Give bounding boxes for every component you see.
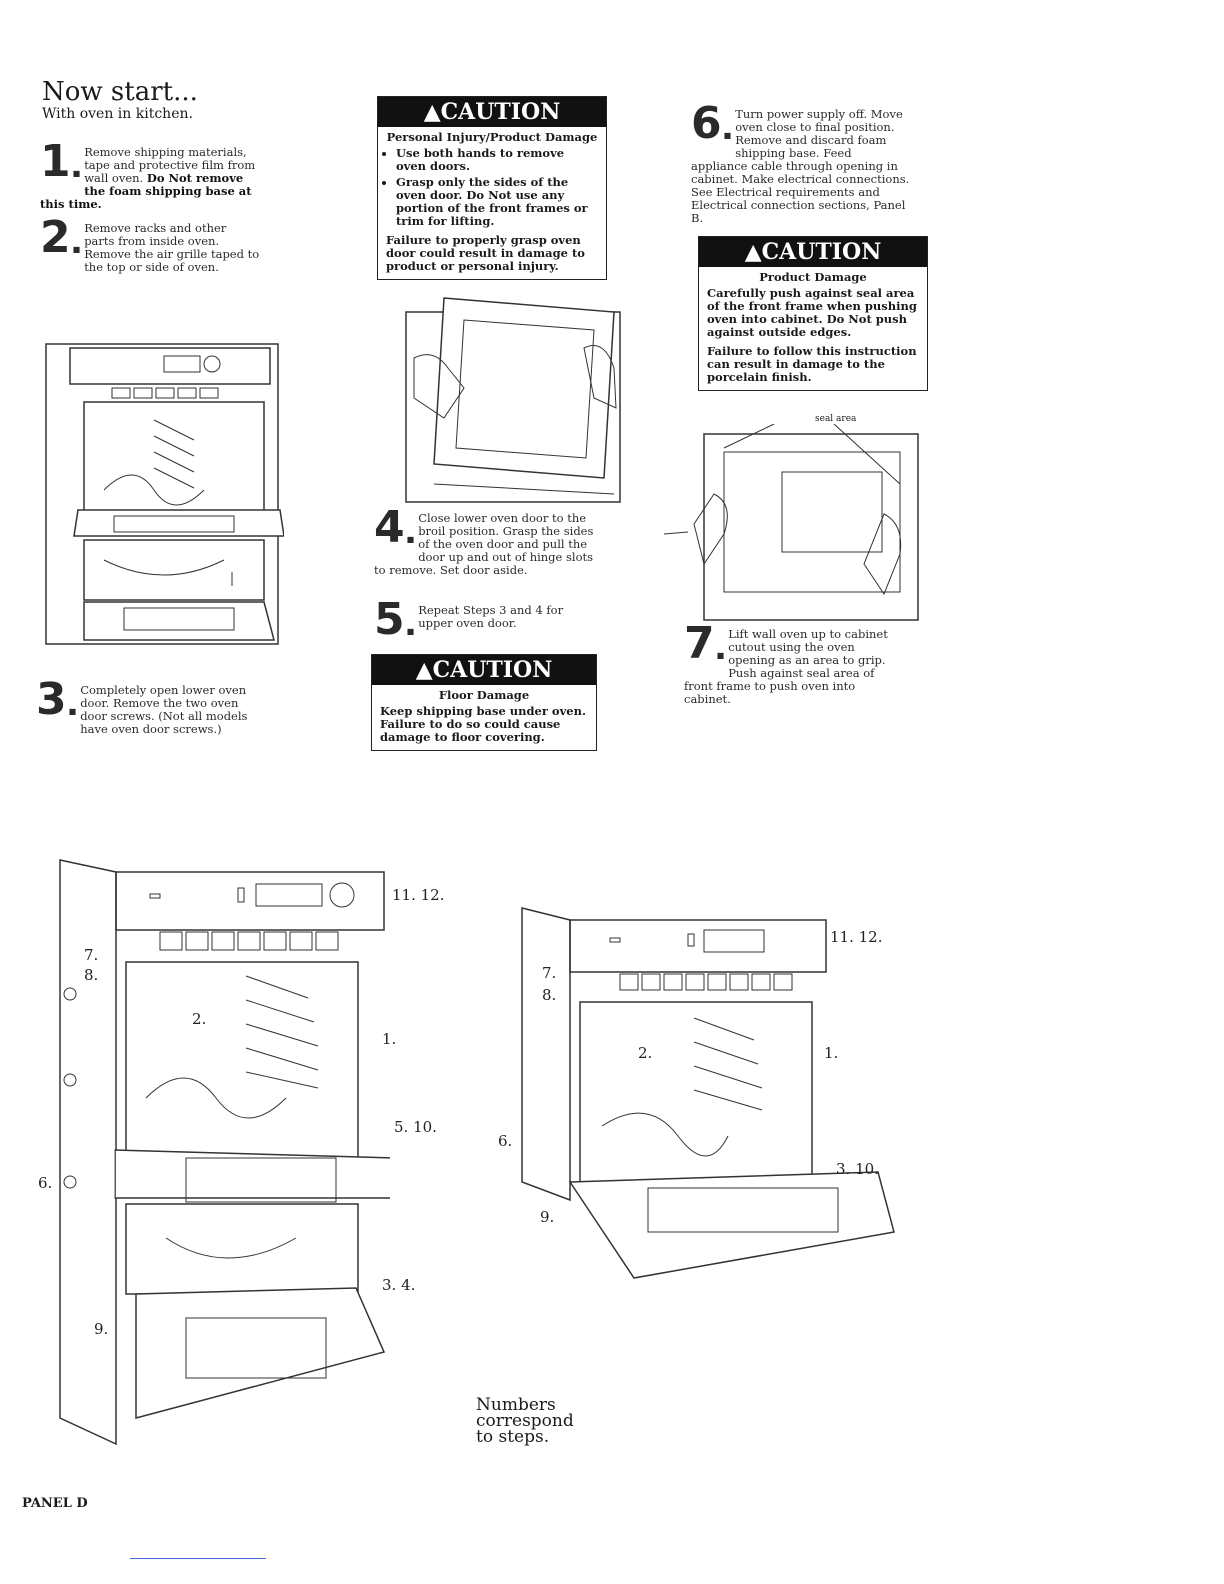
callout-3-10: 3. 10. (836, 1160, 879, 1178)
caution-item: Grasp only the sides of the oven door. D… (396, 176, 598, 228)
step-number: 3 (36, 678, 76, 730)
callout-3-4: 3. 4. (382, 1276, 416, 1294)
callout-6: 6. (38, 1174, 53, 1192)
warning-triangle-icon: ▲ (744, 239, 762, 265)
step-number: 4 (374, 506, 414, 558)
caution-box-product-damage: ▲CAUTION Product Damage Carefully push a… (698, 236, 928, 391)
callout-7: 7. (84, 946, 99, 964)
caution-line: Failure to do so could cause damage to f… (380, 717, 561, 744)
callout-11-12: 11. 12. (830, 928, 883, 946)
caution-item: Use both hands to remove oven doors. (396, 147, 598, 173)
step-3: 3 Completely open lower oven door. Remov… (36, 678, 250, 736)
caution-line: Keep shipping base under oven. (380, 704, 586, 718)
warning-triangle-icon: ▲ (423, 99, 441, 125)
callout-9: 9. (540, 1208, 555, 1226)
step-number: 5 (374, 598, 414, 650)
page-subtitle: With oven in kitchen. (42, 106, 193, 122)
seal-area-label: seal area (815, 414, 857, 424)
step-text: Remove racks and other parts from inside… (84, 221, 260, 274)
step-7: 7 Lift wall oven up to cabinet cutout us… (684, 622, 904, 706)
callout-8: 8. (84, 966, 99, 984)
caution-title: Personal Injury/Product Damage (386, 130, 598, 144)
page-title: Now start... (42, 77, 198, 107)
step-6: 6 Turn power supply off. Move oven close… (691, 102, 911, 225)
callout-6: 6. (498, 1132, 513, 1150)
callout-9: 9. (94, 1320, 109, 1338)
bottom-rule (130, 1558, 266, 1559)
caution-title: Floor Damage (438, 688, 530, 702)
caution-box-floor-damage: ▲CAUTION Floor Damage Keep shipping base… (371, 654, 597, 751)
caution-title: Product Damage (759, 270, 867, 284)
callout-7: 7. (542, 964, 557, 982)
oven-install-illustration (664, 424, 919, 621)
callout-5-10: 5. 10. (394, 1118, 437, 1136)
step-2: 2 Remove racks and other parts from insi… (40, 216, 260, 274)
caution-line: Carefully push against seal area of the … (707, 286, 917, 339)
caution-footer: Failure to properly grasp oven door coul… (386, 233, 585, 273)
step-warning-text: Do Not remove the foam shipping base at … (40, 171, 252, 211)
step-4: 4 Close lower oven door to the broil pos… (374, 506, 598, 577)
double-oven-illustration (59, 859, 390, 1446)
door-removal-illustration (405, 297, 621, 503)
step-text: Close lower oven door to the broil posit… (374, 511, 594, 577)
numbers-note: Numbers correspond to steps. (476, 1395, 574, 1447)
step-number: 2 (40, 216, 80, 268)
step-text: Repeat Steps 3 and 4 for upper oven door… (418, 603, 564, 630)
caution-banner: ▲CAUTION (378, 97, 606, 127)
step-text: Lift wall oven up to cabinet cutout usin… (684, 627, 888, 706)
panel-label: PANEL D (22, 1496, 88, 1511)
callout-2: 2. (638, 1044, 653, 1062)
step-text: Turn power supply off. Move oven close t… (691, 107, 910, 225)
caution-box-personal-injury: ▲CAUTION Personal Injury/Product Damage … (377, 96, 607, 280)
callout-2: 2. (192, 1010, 207, 1028)
step-number: 1 (40, 140, 80, 192)
caution-line: Failure to follow this instruction can r… (707, 344, 917, 384)
callout-1: 1. (824, 1044, 839, 1062)
step-1: 1 Remove shipping materials, tape and pr… (40, 140, 260, 211)
callout-8: 8. (542, 986, 557, 1004)
step-text: Completely open lower oven door. Remove … (80, 683, 248, 736)
step-number: 7 (684, 622, 724, 674)
callout-11-12: 11. 12. (392, 886, 445, 904)
caution-banner: ▲CAUTION (699, 237, 927, 267)
step-5: 5 Repeat Steps 3 and 4 for upper oven do… (374, 598, 598, 650)
warning-triangle-icon: ▲ (415, 657, 433, 683)
single-oven-illustration (521, 907, 895, 1279)
callout-1: 1. (382, 1030, 397, 1048)
caution-banner: ▲CAUTION (372, 655, 596, 685)
step-text: Remove shipping materials, tape and prot… (84, 145, 256, 185)
step-number: 6 (691, 102, 731, 154)
oven-illustration-step-3 (45, 343, 284, 645)
